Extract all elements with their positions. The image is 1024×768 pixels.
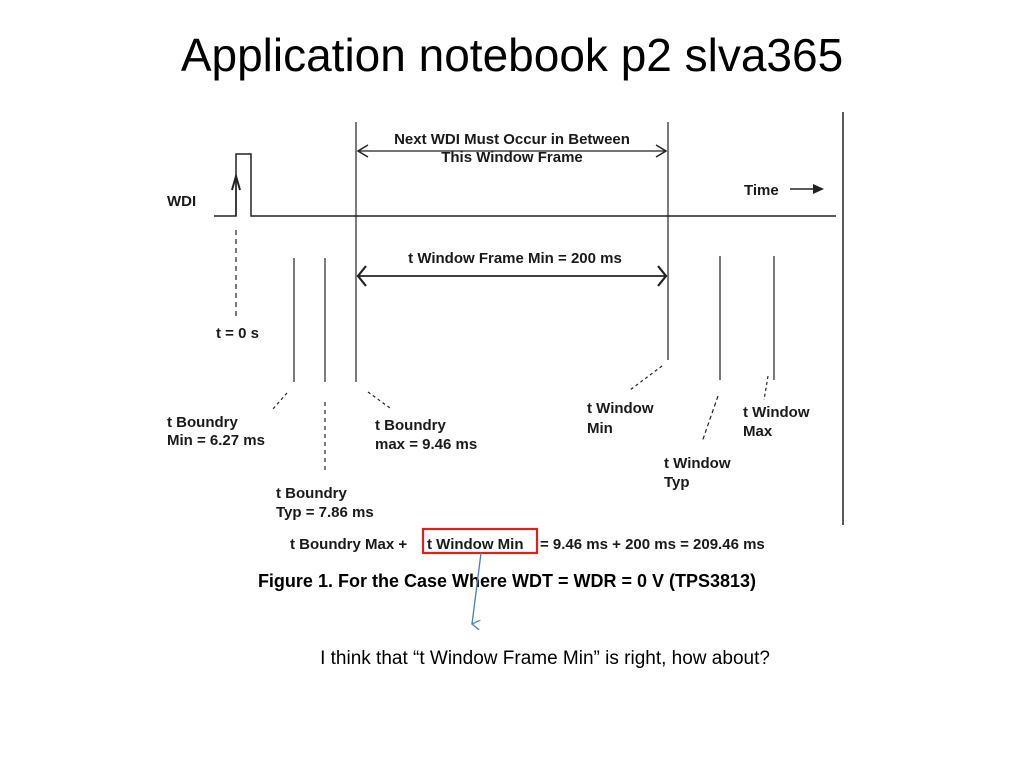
window-frame-arrow-right-icon [657, 265, 668, 287]
boundary-min-label-2: Min = 6.27 ms [167, 432, 265, 449]
top-arrow-right-icon [655, 144, 668, 158]
window-frame-label: t Window Frame Min = 200 ms [408, 250, 622, 267]
boundary-max-label-2: max = 9.46 ms [375, 436, 477, 453]
boundary-max-label-1: t Boundry [375, 417, 446, 434]
window-min-label-1: t Window [587, 400, 654, 417]
window-min-label-2: Min [587, 420, 613, 437]
figure-caption: Figure 1. For the Case Where WDT = WDR =… [258, 571, 756, 591]
window-typ-label-1: t Window [664, 455, 731, 472]
boundary-typ-label-1: t Boundry [276, 485, 347, 502]
equation-highlight: t Window Min [427, 536, 524, 553]
window-max-label-2: Max [743, 423, 773, 440]
window-typ-label-2: Typ [664, 474, 690, 491]
annotation-arrow [472, 552, 482, 624]
window-typ-leader [701, 395, 719, 443]
top-annotation-line1: Next WDI Must Occur in Between [394, 131, 630, 148]
highlight-box [421, 527, 539, 555]
comment-note: I think that “t Window Frame Min” is rig… [320, 648, 770, 669]
window-min-leader [629, 365, 663, 391]
time-label: Time [744, 182, 779, 199]
window-frame-arrow-left-icon [356, 265, 367, 287]
window-max-label-1: t Window [743, 404, 810, 421]
slide-title: Application notebook p2 slva365 [180, 29, 844, 81]
boundary-min-leader [271, 392, 288, 411]
boundary-max-leader [367, 391, 391, 409]
boundary-min-label-1: t Boundry [167, 414, 238, 431]
time-arrowhead-icon [813, 184, 824, 194]
top-annotation-line2: This Window Frame [441, 149, 583, 166]
boundary-typ-label-2: Typ = 7.86 ms [276, 504, 374, 521]
wdi-signal-trace [214, 153, 836, 217]
window-max-leader [763, 375, 769, 401]
top-arrow-left-icon [356, 144, 369, 158]
equation-suffix: = 9.46 ms + 200 ms = 209.46 ms [540, 536, 765, 553]
t0-label: t = 0 s [216, 325, 259, 342]
wdi-label: WDI [167, 193, 196, 210]
equation-prefix: t Boundry Max + [290, 536, 407, 553]
